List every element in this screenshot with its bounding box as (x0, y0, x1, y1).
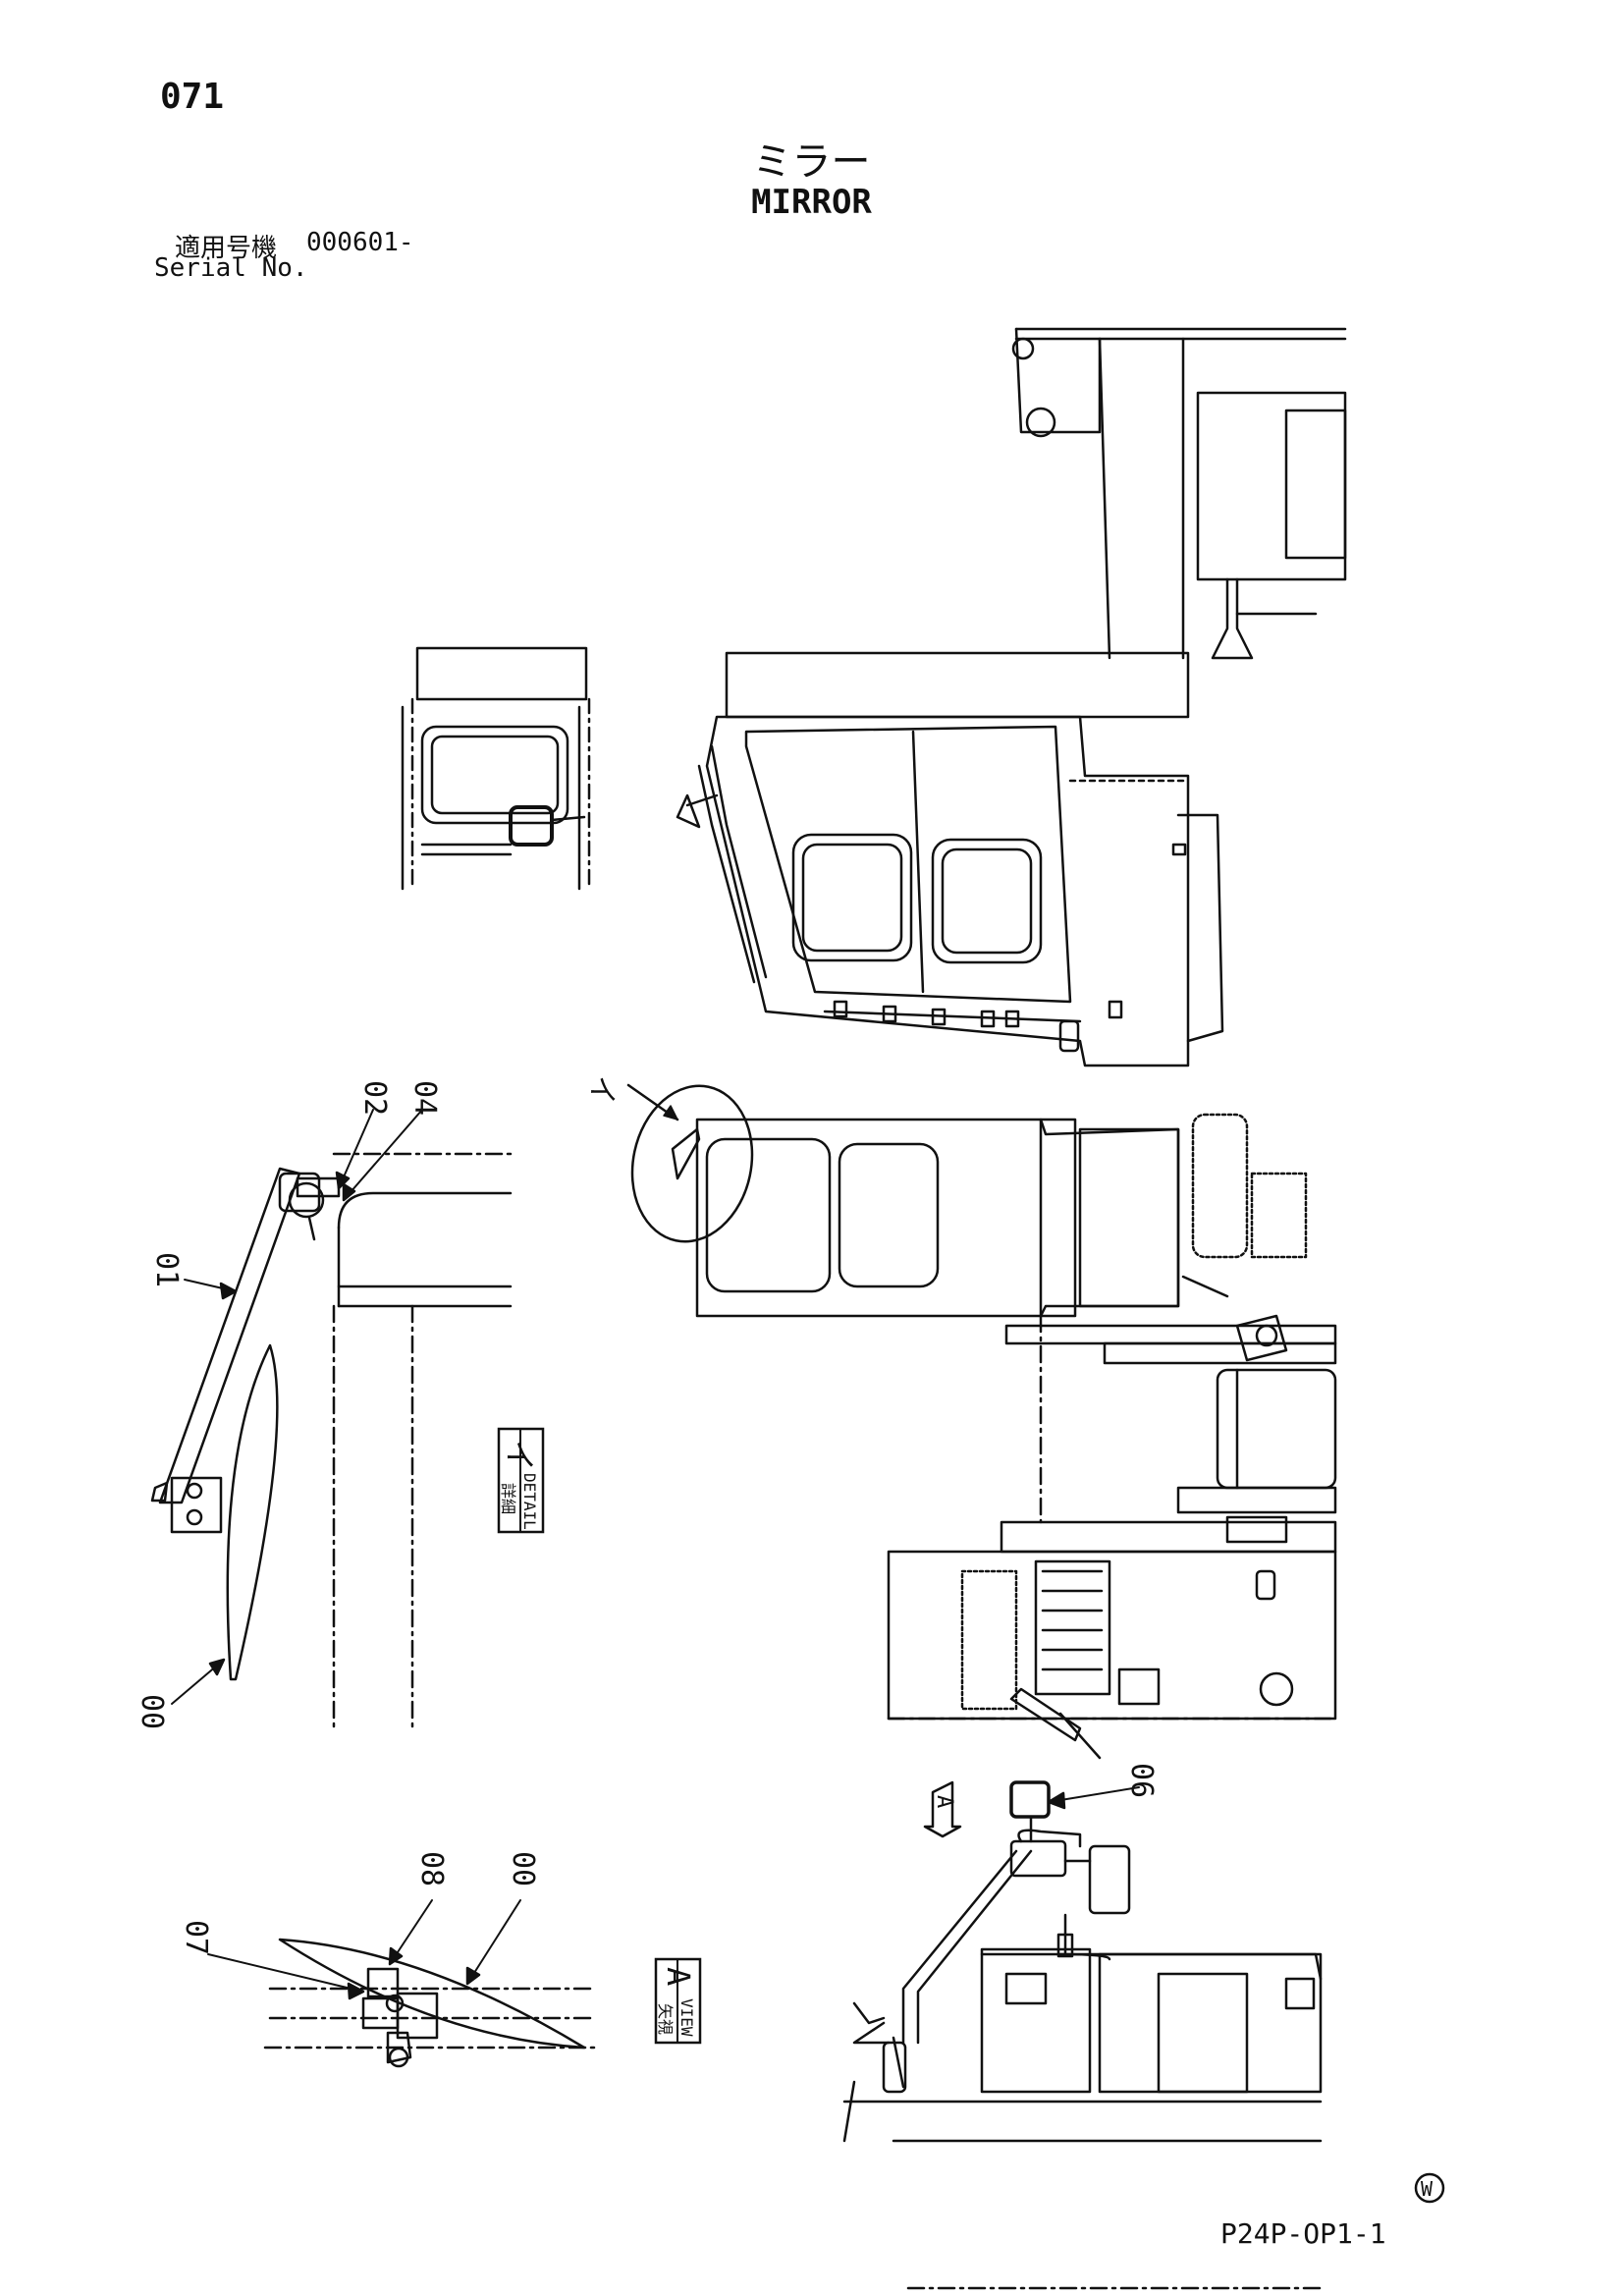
cab-front-view (401, 646, 591, 891)
machine-front-view (842, 1780, 1323, 2290)
serial-label-english: Serial No. (154, 253, 308, 283)
page-title-english: MIRROR (751, 183, 872, 222)
mirror-view-a (263, 1938, 596, 2068)
page-title-japanese: ミラー (752, 139, 871, 185)
page-number: 071 (160, 77, 225, 117)
machine-side-view (676, 327, 1347, 1067)
callout-01: 01 (149, 1252, 184, 1287)
mirror-detail-assembly (150, 1152, 513, 1730)
machine-top-view (626, 1083, 1337, 1760)
detail-label-english: DETAIL (520, 1473, 539, 1530)
view-label-japanese: 矢視 (656, 2003, 675, 2035)
view-label-english: VIEW (677, 1998, 696, 2037)
callout-00-bottom: 00 (506, 1851, 540, 1886)
serial-label-japanese: 適用号機 (175, 234, 278, 263)
detail-label: イ 詳細 DETAIL (497, 1427, 545, 1534)
callout-02: 02 (357, 1080, 392, 1116)
detail-label-japanese: 詳細 (499, 1483, 517, 1514)
detail-leader-letter: イ (584, 1075, 619, 1105)
callout-07: 07 (179, 1920, 213, 1955)
w-mark: W (1421, 2177, 1434, 2201)
detail-label-mark: イ (501, 1440, 538, 1471)
view-a-label: A 矢視 VIEW (654, 1957, 702, 2045)
callout-00-top: 00 (135, 1694, 169, 1729)
callout-04: 04 (407, 1080, 442, 1116)
view-label-mark: A (660, 1967, 697, 1986)
view-a-arrow-label: A (932, 1795, 956, 1808)
callout-08: 08 (414, 1851, 449, 1886)
drawing-code: P24P-OP1-1 (1220, 2217, 1386, 2250)
serial-number-value: 000601- (306, 228, 414, 257)
callout-06: 06 (1124, 1763, 1159, 1798)
